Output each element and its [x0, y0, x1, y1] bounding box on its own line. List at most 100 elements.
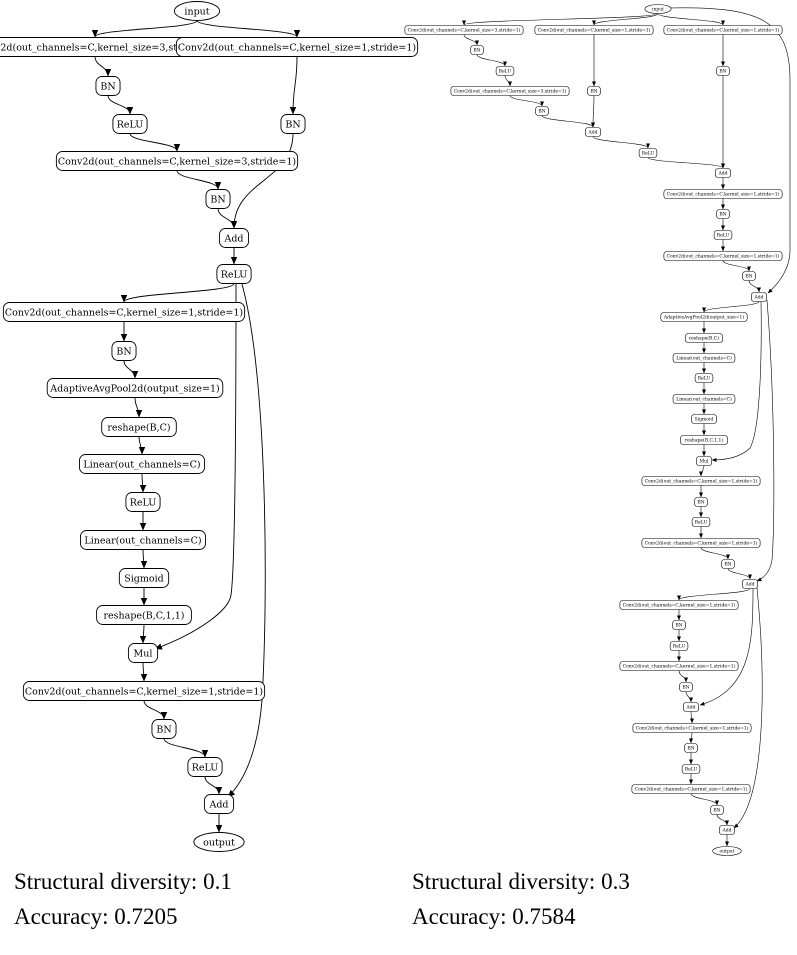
right-node-label: Linear(out_channels=C): [676, 355, 732, 362]
right-node-shape: [694, 373, 714, 383]
edge-bn4-to-pool: [123, 360, 139, 379]
left-node-label: Conv2d(out_channels=C,kernel_size=1,stri…: [25, 686, 263, 697]
left-node-shape: [151, 719, 177, 739]
right-node-label: Conv2d(out_channels=C,kernel_size=1,stri…: [667, 191, 780, 198]
right-node-add1: Add: [585, 127, 601, 137]
right-node-e3: ReLU: [713, 230, 733, 240]
left-network-graph: inputConv2d(out_channels=C,kernel_size=3…: [0, 1, 419, 852]
left-node-label: ReLU: [192, 762, 219, 773]
right-node-g5: BN: [679, 682, 693, 692]
right-node-shape: [632, 723, 752, 733]
left-node-out: output: [193, 832, 245, 852]
right-node-g2: BN: [672, 620, 686, 630]
left-node-bn4: BN: [111, 341, 137, 361]
right-node-shape: [672, 394, 736, 404]
left-node-shape: [216, 264, 252, 284]
left-node-label: BN: [285, 119, 300, 130]
edge-e4-to-e5: [722, 260, 751, 272]
left-node-label: Conv2d(out_channels=C,kernel_size=3,stri…: [0, 42, 214, 53]
right-node-e2: BN: [716, 209, 730, 219]
right-node-shape: [619, 661, 739, 671]
right-node-h4: Conv2d(out_channels=C,kernel_size=1,stri…: [631, 784, 751, 794]
left-node-label: BN: [116, 346, 131, 357]
left-node-pool: AdaptiveAvgPool2d(output_size=1): [46, 378, 224, 398]
left-node-sig: Sigmoid: [118, 568, 170, 588]
diagram-canvas: inputConv2d(out_channels=C,kernel_size=3…: [0, 1, 791, 856]
right-node-f5: BN: [721, 559, 735, 569]
left-structural-diversity: Structural diversity: 0.1: [14, 869, 232, 894]
right-node-g1: Conv2d(out_channels=C,kernel_size=1,stri…: [619, 600, 739, 610]
right-node-label: Conv2d(out_channels=C,kernel_size=3,stri…: [454, 88, 567, 95]
edge-a4-to-a5: [509, 95, 544, 107]
edge-bn5-to-relu4: [163, 738, 209, 758]
left-node-shape: [111, 341, 137, 361]
left-node-shape: [205, 189, 231, 209]
edge-in-to-c1: [91, 20, 198, 38]
left-node-relu3: ReLU: [125, 492, 161, 512]
right-node-g3: ReLU: [669, 641, 689, 651]
right-node-label: ReLU: [685, 767, 698, 773]
right-node-e1: Conv2d(out_channels=C,kernel_size=1,stri…: [663, 189, 783, 199]
left-node-shape: [112, 114, 148, 134]
right-node-shape: [672, 353, 736, 363]
right-node-relu1: ReLU: [638, 148, 658, 158]
left-node-shape: [193, 832, 245, 852]
right-node-label: BN: [682, 685, 689, 691]
right-edges: [462, 7, 791, 847]
right-node-h2: BN: [684, 743, 698, 753]
left-node-label: BN: [100, 81, 115, 92]
edge-add5-to-h1: [689, 711, 694, 724]
left-node-shape: [96, 605, 192, 625]
right-node-d2: BN: [716, 66, 730, 76]
right-node-s7: reshape(B,C,1,1): [680, 435, 728, 445]
left-node-shape: [127, 643, 159, 663]
right-node-shape: [587, 86, 601, 96]
right-node-shape: [716, 66, 730, 76]
left-node-label: Sigmoid: [124, 573, 163, 584]
right-node-label: Conv2d(out_channels=C,kernel_size=1,stri…: [538, 27, 651, 34]
right-node-shape: [663, 25, 783, 35]
edge-relu1-to-add2: [647, 157, 725, 169]
edge-mul-to-c5: [140, 662, 148, 682]
edge-lin1-to-relu3: [139, 473, 147, 493]
edge-add3-to-add4: [756, 299, 775, 582]
right-node-shape: [683, 702, 699, 712]
left-node-shape: [22, 681, 266, 701]
edge-h1-to-h2: [689, 732, 694, 744]
right-node-shape: [712, 846, 742, 856]
left-node-label: Conv2d(out_channels=C,kernel_size=1,stri…: [178, 42, 416, 53]
left-node-rs1: reshape(B,C): [101, 417, 177, 437]
left-node-label: reshape(B,C,1,1): [104, 610, 185, 621]
right-node-add6: Add: [719, 825, 735, 835]
right-node-shape: [672, 620, 686, 630]
right-node-label: Conv2d(out_channels=C,kernel_size=1,stri…: [636, 725, 749, 732]
edge-rs2-to-mul: [139, 624, 147, 644]
edge-c1-to-bn1: [94, 56, 112, 77]
edge-relu1-to-c3: [129, 133, 181, 152]
right-node-label: BN: [724, 562, 731, 568]
right-node-label: ReLU: [698, 376, 711, 382]
right-node-label: Conv2d(out_channels=C,kernel_size=1,stri…: [623, 663, 736, 670]
right-node-shape: [719, 825, 735, 835]
edge-add4-to-add5: [699, 587, 754, 706]
left-node-shape: [218, 228, 250, 248]
left-node-c4: Conv2d(out_channels=C,kernel_size=1,stri…: [2, 302, 246, 322]
right-node-shape: [470, 45, 484, 55]
right-node-label: Sigmoid: [695, 417, 714, 423]
right-node-h3: ReLU: [681, 764, 701, 774]
left-node-bn5: BN: [151, 719, 177, 739]
right-node-label: Add: [721, 828, 731, 834]
left-node-add2: Add: [203, 794, 235, 814]
right-node-shape: [694, 497, 708, 507]
left-node-lin2: Linear(out_channels=C): [79, 530, 206, 550]
right-node-label: Add: [753, 295, 763, 301]
right-node-shape: [721, 559, 735, 569]
left-node-bn3: BN: [205, 189, 231, 209]
right-node-label: output: [719, 849, 734, 855]
left-node-bn1: BN: [95, 76, 121, 96]
right-accuracy: Accuracy: 0.7584: [412, 904, 576, 929]
right-node-shape: [404, 25, 524, 35]
left-node-shape: [79, 530, 206, 550]
edge-bn3-to-add1: [217, 208, 238, 229]
left-node-c5: Conv2d(out_channels=C,kernel_size=1,stri…: [22, 681, 266, 701]
